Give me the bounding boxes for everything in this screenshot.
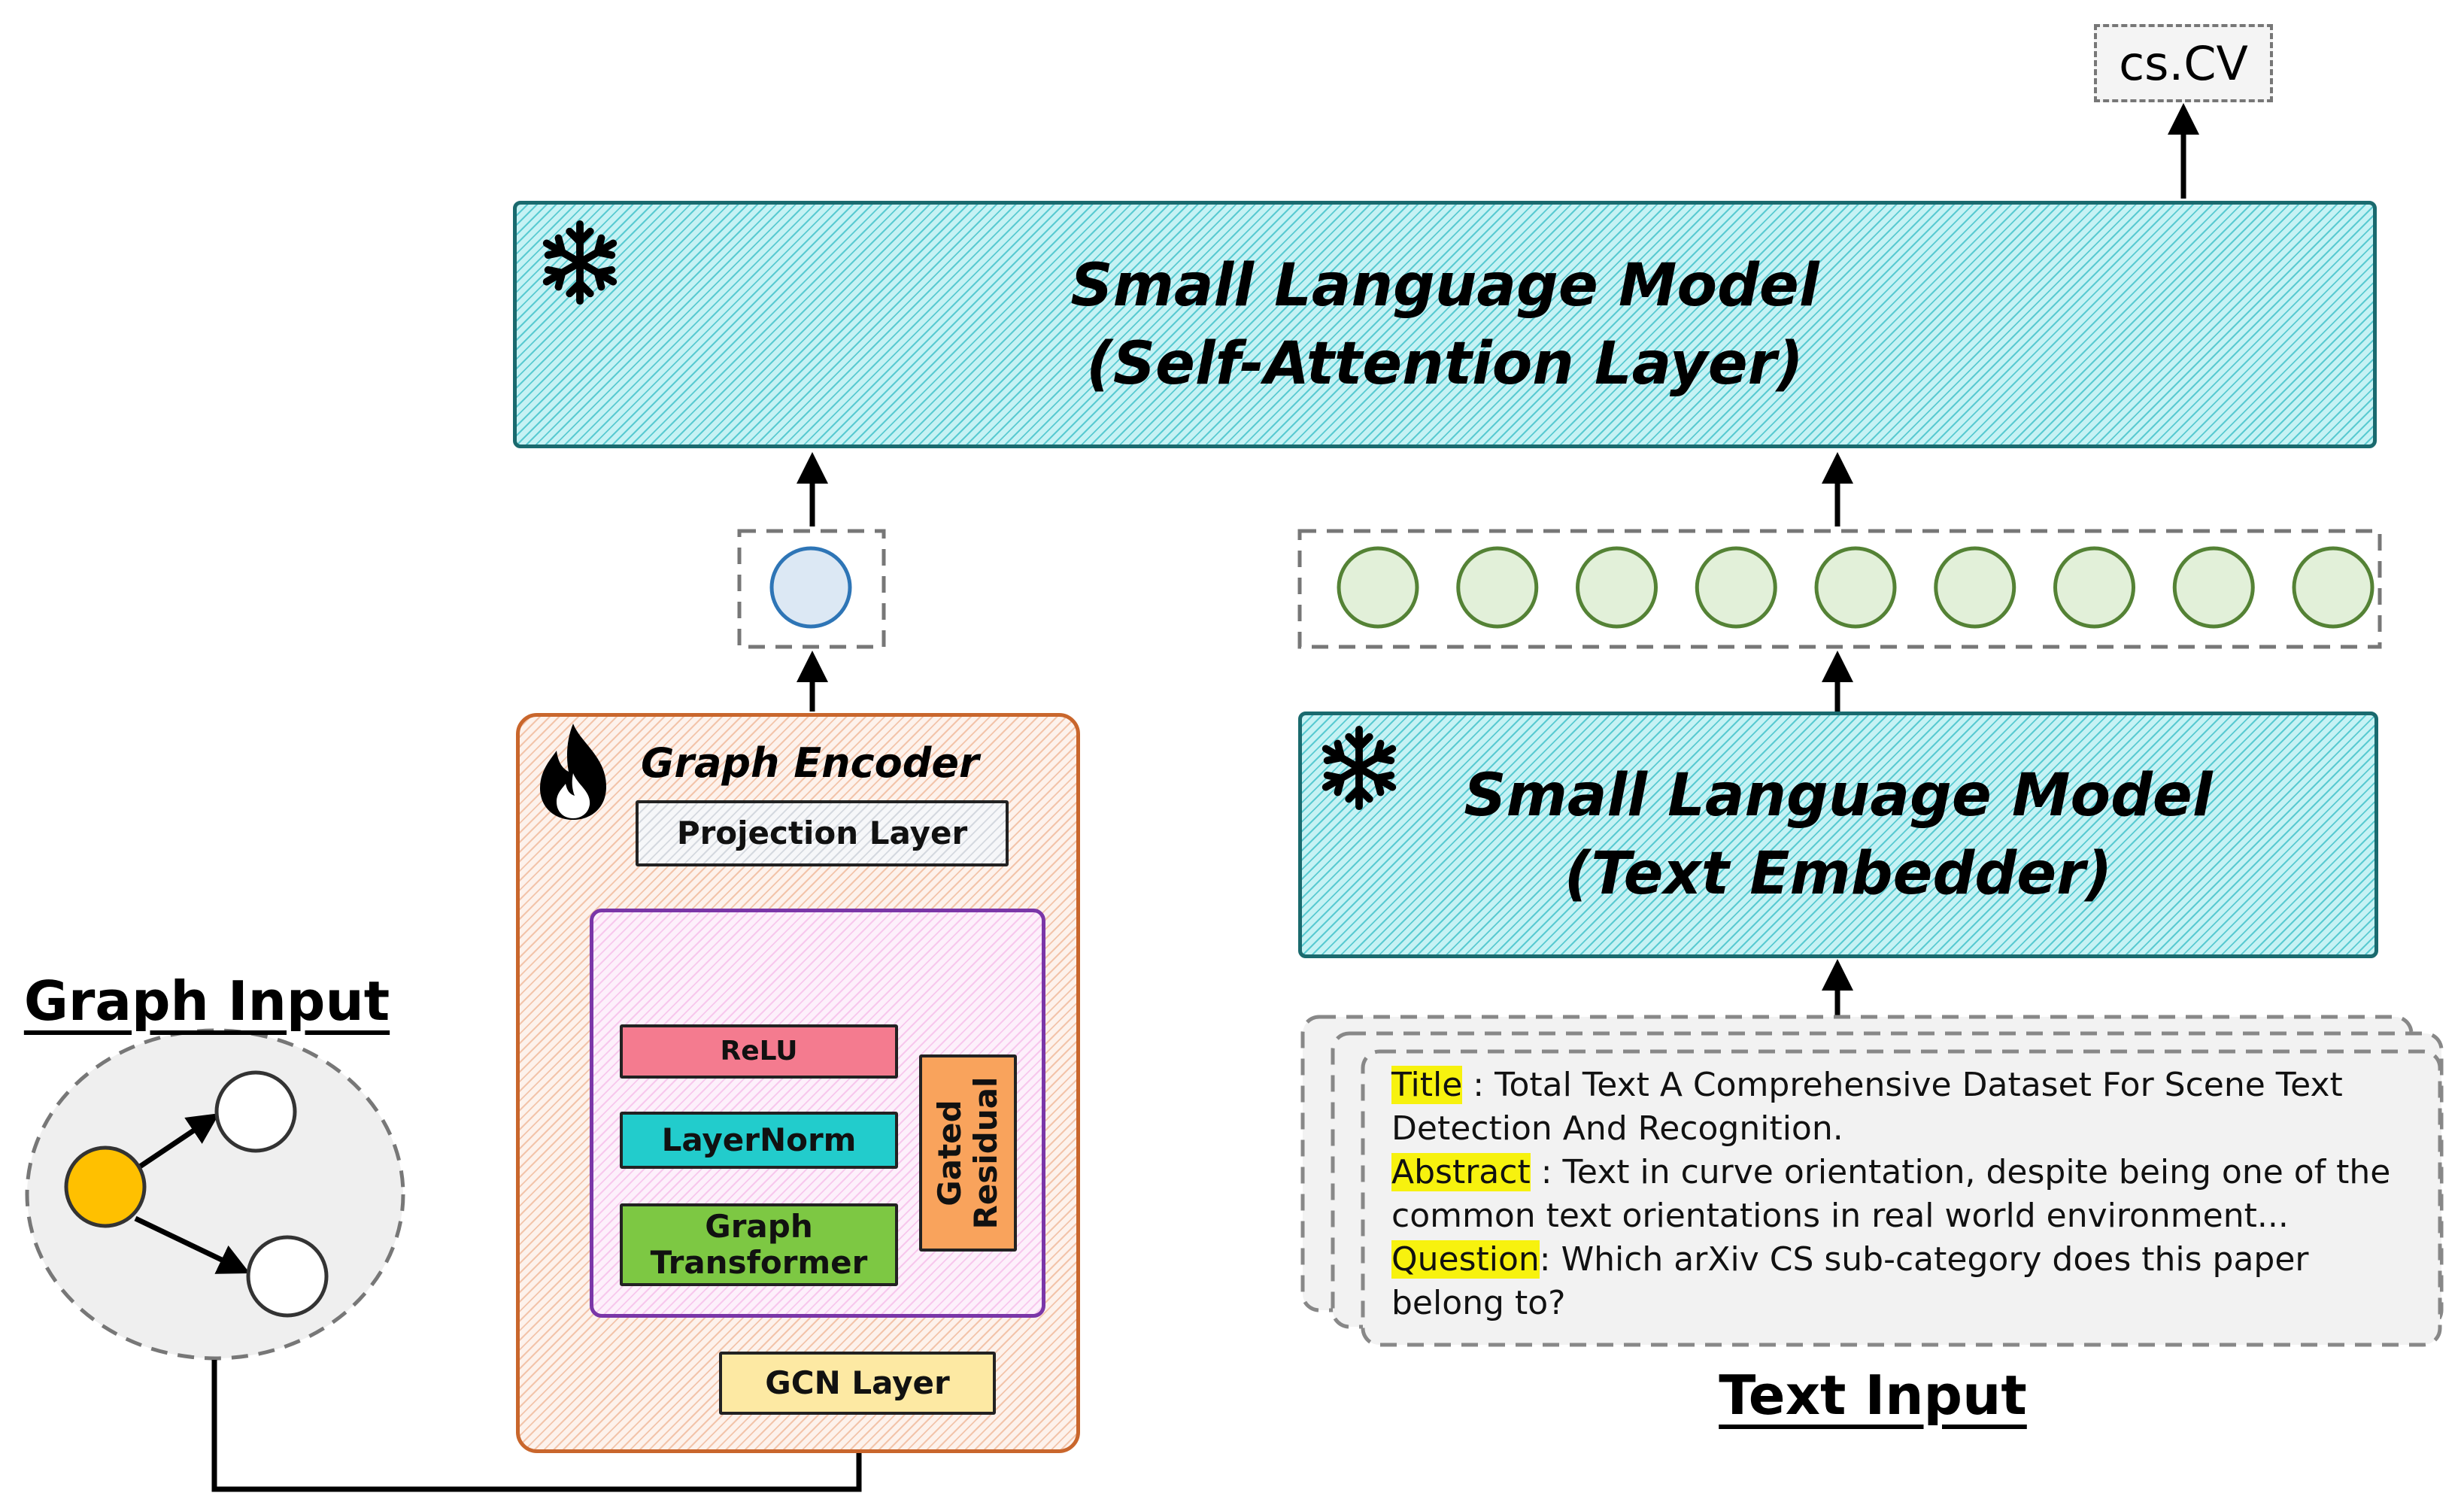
text-input-card-front-frame: [1361, 1049, 2442, 1347]
text-token: [1934, 546, 2016, 629]
output-label: cs.CV: [2094, 24, 2273, 102]
graph-neighbor-node: [214, 1070, 297, 1153]
flame-icon: [533, 721, 614, 823]
self-attention-model-subtitle: (Self-Attention Layer): [1086, 329, 1804, 398]
text-token: [1814, 546, 1897, 629]
text-token: [2292, 546, 2374, 629]
title-value: : Total Text A Comprehensive Dataset For…: [1391, 1066, 2343, 1148]
graph-encoder-title: Graph Encoder: [641, 739, 979, 787]
text-input-card: Title : Total Text A Comprehensive Datas…: [1363, 1051, 2440, 1345]
text-token: [2172, 546, 2255, 629]
question-key: Question: [1391, 1240, 1540, 1279]
graph-center-node: [64, 1145, 147, 1228]
text-token: [1576, 546, 1658, 629]
gated-residual-label-line1: Gated: [931, 1100, 968, 1206]
layernorm-layer: LayerNorm: [620, 1112, 898, 1169]
graph-transformer-label-line2: Transformer: [650, 1244, 868, 1281]
text-embedder-model-block: Small Language Model (Text Embedder): [1298, 712, 2378, 958]
graph-token: [769, 546, 852, 629]
text-token-group: [1337, 546, 2374, 629]
text-embedder-model-title: Small Language Model: [1464, 762, 2213, 830]
title-key: Title: [1391, 1066, 1463, 1104]
graph-to-gcn-connector: [211, 1360, 875, 1492]
graph-edge: [134, 1215, 250, 1274]
text-input-heading: Text Input: [1719, 1364, 2027, 1427]
abstract-key: Abstract: [1391, 1153, 1531, 1191]
question-value: : Which arXiv CS sub-category does this …: [1391, 1240, 2309, 1322]
gated-residual-label-line2: Residual: [967, 1076, 1004, 1230]
gcn-layer: GCN Layer: [719, 1352, 996, 1415]
graph-transformer-label-line1: Graph: [705, 1208, 813, 1245]
snowflake-icon: [536, 218, 624, 307]
projection-layer: Projection Layer: [636, 800, 1009, 866]
snowflake-icon: [1315, 724, 1403, 812]
self-attention-model-title: Small Language Model: [1070, 251, 1819, 320]
graph-transformer-layer: Graph Transformer: [620, 1203, 898, 1286]
text-token: [1695, 546, 1777, 629]
text-token: [2053, 546, 2135, 629]
gated-residual-layer: Gated Residual: [919, 1054, 1017, 1252]
abstract-value: : Text in curve orientation, despite bei…: [1391, 1153, 2391, 1235]
graph-neighbor-node: [246, 1235, 329, 1318]
self-attention-model-block: Small Language Model (Self-Attention Lay…: [513, 201, 2377, 448]
relu-layer: ReLU: [620, 1024, 898, 1079]
text-embedder-model-subtitle: (Text Embedder): [1564, 840, 2113, 908]
graph-edge: [134, 1113, 220, 1172]
text-token: [1337, 546, 1419, 629]
text-token: [1456, 546, 1539, 629]
graph-input-heading: Graph Input: [23, 969, 390, 1033]
